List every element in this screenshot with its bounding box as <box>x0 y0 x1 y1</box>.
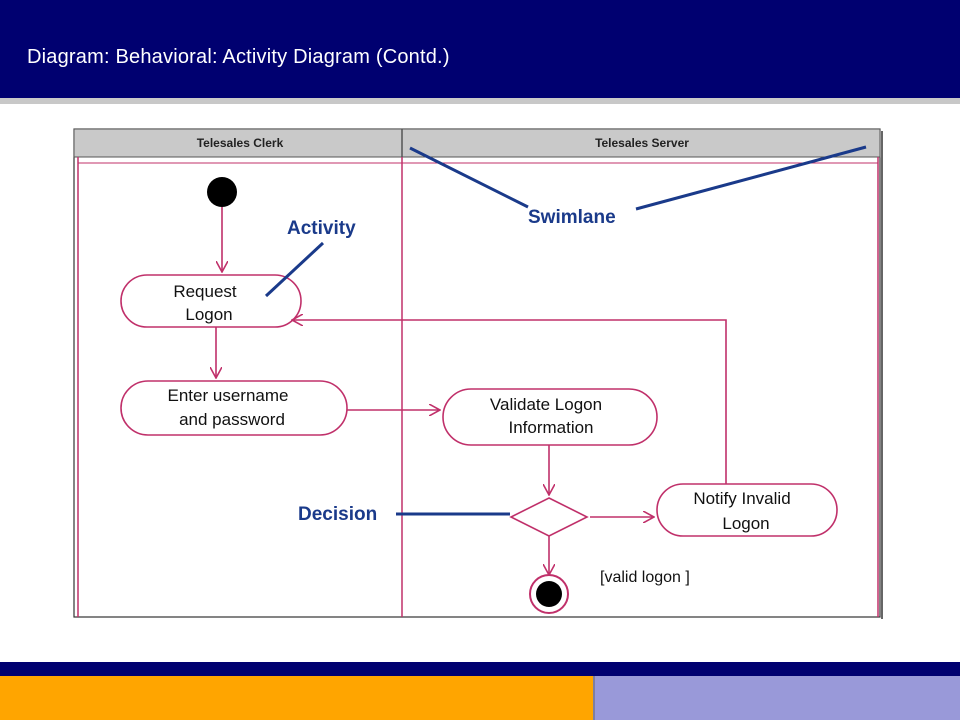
activity-validate-logon-line1: Validate Logon <box>490 395 602 414</box>
annotation-decision: Decision <box>298 504 377 525</box>
footer-orange-block <box>0 676 593 720</box>
activity-notify-invalid <box>656 483 838 537</box>
footer-lavender-block <box>593 676 960 720</box>
final-node-core <box>536 581 562 607</box>
annotation-swimlane: Swimlane <box>528 207 616 228</box>
activity-enter-credentials-line2: and password <box>179 410 285 429</box>
footer-navy-bar <box>0 662 960 676</box>
activity-validate-logon-line2: Information <box>508 418 593 437</box>
annotation-activity-pointer <box>264 241 325 298</box>
activity-notify-invalid-line2: Logon <box>722 514 769 533</box>
activity-request-logon-line2: Logon <box>185 305 232 324</box>
title-bar-shadow <box>0 98 960 104</box>
annotation-swimlane-pointer-left <box>409 146 529 209</box>
lane-header-bar <box>73 128 881 158</box>
lane-header-telesales-server: Telesales Server <box>595 136 689 150</box>
activity-enter-credentials-line1: Enter username <box>168 386 289 405</box>
annotation-activity: Activity <box>287 218 356 239</box>
guard-valid-logon: [valid logon ] <box>600 569 690 586</box>
activity-request-logon <box>120 274 302 328</box>
diagram-frame <box>73 128 881 618</box>
slide-title: Diagram: Behavioral: Activity Diagram (C… <box>27 46 450 68</box>
title-bar: Diagram: Behavioral: Activity Diagram (C… <box>0 0 960 104</box>
activity-notify-invalid-line1: Notify Invalid <box>693 489 790 508</box>
activity-request-logon-line1: Request <box>173 282 237 301</box>
footer-separator <box>593 676 595 720</box>
annotation-swimlane-pointer-right <box>635 145 867 211</box>
lane-header-telesales-clerk: Telesales Clerk <box>197 136 284 150</box>
activity-validate-logon <box>442 388 658 446</box>
flow-notify-to-request <box>292 320 727 484</box>
activity-enter-credentials <box>120 380 348 436</box>
initial-node <box>207 177 237 207</box>
